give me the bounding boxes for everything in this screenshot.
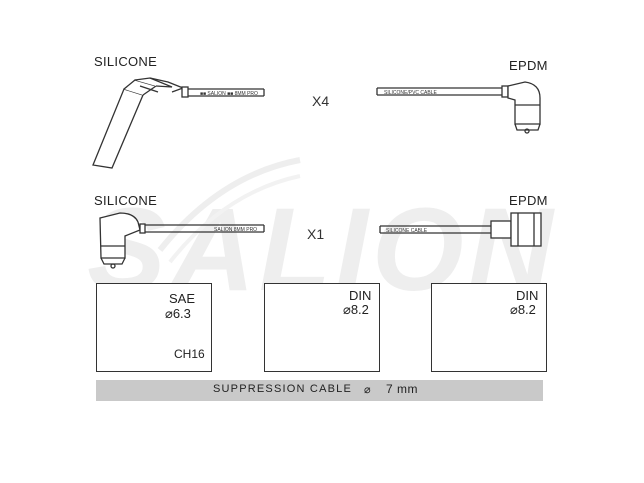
box3-size: ⌀8.2 bbox=[510, 302, 536, 317]
box3-title: DIN bbox=[516, 288, 539, 303]
epdm-angled-boot-wire: SILICONE/PVC CABLE bbox=[376, 81, 541, 134]
svg-text:SILICONE/PVC CABLE: SILICONE/PVC CABLE bbox=[384, 90, 437, 96]
svg-text:SILICONE CABLE: SILICONE CABLE bbox=[386, 228, 428, 234]
svg-text:SALION 8MM PRO: SALION 8MM PRO bbox=[214, 227, 257, 233]
box1-code: CH16 bbox=[174, 347, 205, 361]
row2-left-label: SILICONE bbox=[94, 193, 158, 208]
row2-right-label: EPDM bbox=[509, 193, 548, 208]
cable-label: SUPPRESSION CABLE bbox=[213, 383, 352, 395]
box2-size: ⌀8.2 bbox=[343, 302, 369, 317]
cable-size: 7 mm bbox=[386, 382, 418, 396]
row2-multiplier: X1 bbox=[307, 226, 325, 242]
diameter-symbol: ⌀ bbox=[364, 384, 372, 396]
plug-end-box: SAE ⌀6.3 CH16 bbox=[96, 283, 212, 372]
box2-title: DIN bbox=[349, 288, 372, 303]
distributor-end-box: DIN ⌀8.2 bbox=[431, 283, 547, 372]
coil-end-box: DIN ⌀8.2 bbox=[264, 283, 380, 372]
silicone-angled-boot-wire: SALION 8MM PRO bbox=[99, 212, 265, 269]
row1-right-label: EPDM bbox=[509, 58, 548, 73]
silicone-straight-boot-wire: ■■ SALION ■■ 8MM PRO bbox=[92, 77, 265, 169]
suppression-cable-bar: SUPPRESSION CABLE ⌀ 7 mm bbox=[96, 380, 543, 401]
svg-text:■■ SALION ■■ 8MM PRO: ■■ SALION ■■ 8MM PRO bbox=[200, 91, 258, 97]
row1-multiplier: X4 bbox=[312, 93, 330, 109]
row1-left-label: SILICONE bbox=[94, 54, 158, 69]
epdm-straight-boot-wire: SILICONE CABLE bbox=[379, 212, 542, 247]
box1-title: SAE bbox=[169, 291, 196, 306]
box1-size: ⌀6.3 bbox=[165, 306, 191, 321]
